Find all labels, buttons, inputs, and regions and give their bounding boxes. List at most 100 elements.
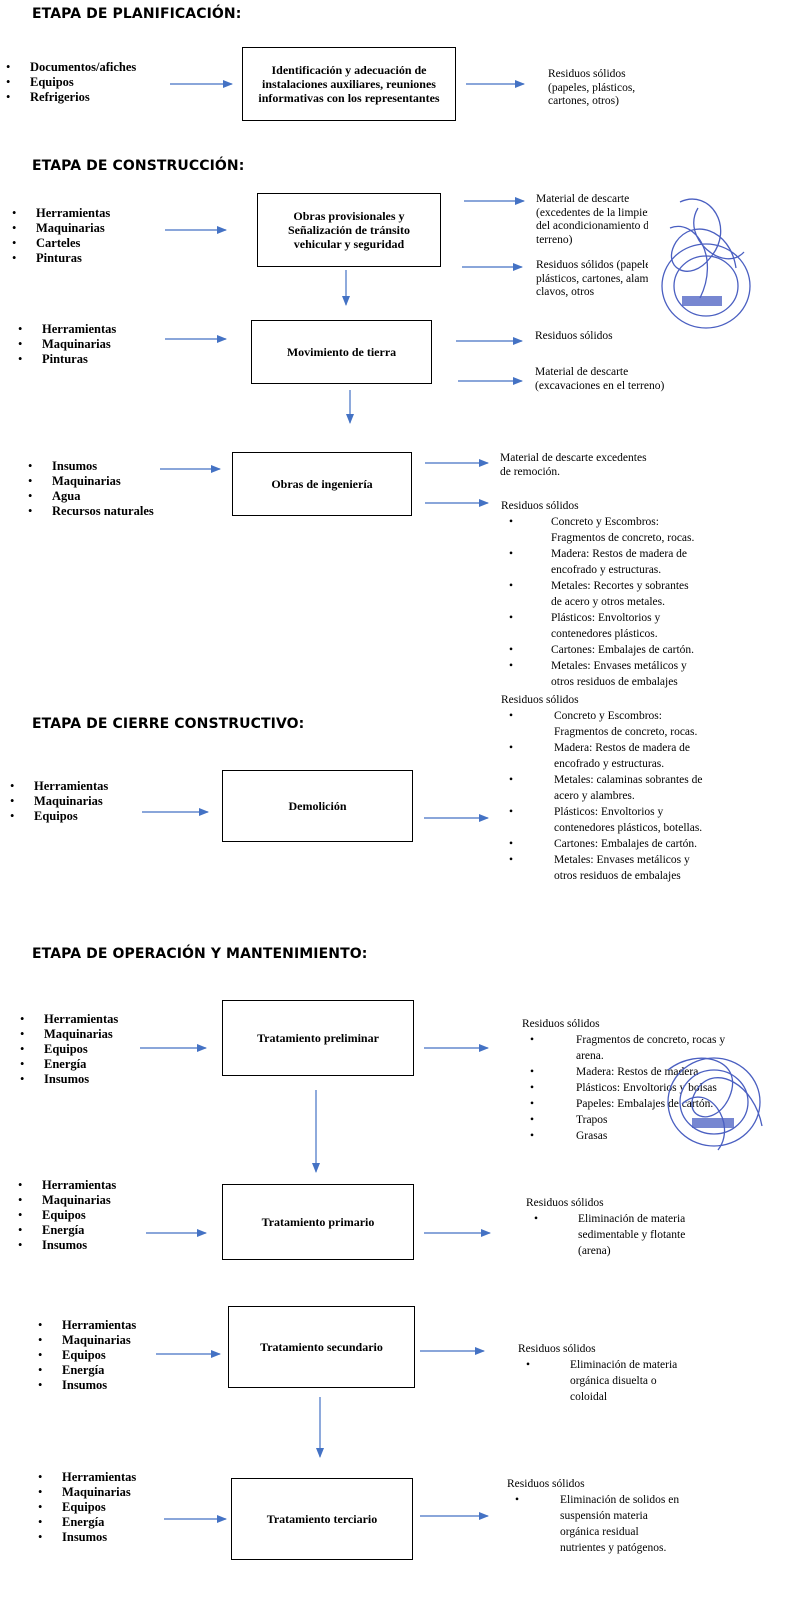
input-item: Refrigerios <box>6 90 136 105</box>
input-item: Maquinarias <box>38 1485 136 1500</box>
residue-item: Plásticos: Envoltorios y contenedores plá… <box>501 610 694 642</box>
activity-box-obras-provisionales: Obras provisionales y Señalización de tr… <box>257 193 441 267</box>
output-line: Residuos sólidos <box>535 330 613 342</box>
residue-item: Metales: Envases metálicos y otros residu… <box>501 852 703 884</box>
residue-line: Metales: Envases metálicos y <box>554 853 690 866</box>
residue-line: Papeles: Embalajes de cartón. <box>576 1097 714 1110</box>
residue-line: Madera: Restos de madera de <box>551 547 688 560</box>
residue-line: nutrientes y patógenos. <box>560 1541 667 1554</box>
activity-box-tratamiento-primario: Tratamiento primario <box>222 1184 414 1260</box>
input-item: Equipos <box>38 1348 136 1363</box>
input-item: Insumos <box>38 1378 136 1393</box>
residue-line: Cartones: Embalajes de cartón. <box>554 837 698 850</box>
residue-line: Metales: Envases metálicos y <box>551 659 687 672</box>
activity-box-obras-ingenieria: Obras de ingeniería <box>232 452 412 516</box>
inputs-planificacion: Documentos/afiches Equipos Refrigerios <box>6 60 136 105</box>
residue-line: arena. <box>576 1049 604 1062</box>
residue-line: acero y alambres. <box>554 789 635 802</box>
residue-item: Cartones: Embalajes de cartón. <box>501 836 703 852</box>
residue-line: sedimentable y flotante <box>578 1228 686 1241</box>
output-line: Material de descarte excedentes <box>500 452 647 464</box>
input-item: Equipos <box>6 75 136 90</box>
input-item: Maquinarias <box>20 1027 118 1042</box>
residue-item: Fragmentos de concreto, rocas y arena. <box>522 1032 725 1064</box>
output-line: terreno) <box>536 233 573 246</box>
residue-line: otros residuos de embalajes <box>554 869 681 882</box>
input-item: Pinturas <box>18 352 116 367</box>
stage-title-planificacion: ETAPA DE PLANIFICACIÓN: <box>32 6 242 22</box>
residue-line: suspensión materia <box>560 1509 648 1522</box>
inputs-tratamiento-primario: Herramientas Maquinarias Equipos Energía… <box>18 1178 116 1253</box>
output-tratamiento-primario: Residuos sólidos Eliminación de materias… <box>526 1197 685 1259</box>
residue-line: contenedores plásticos. <box>551 627 658 640</box>
residue-line: encofrado y estructuras. <box>551 563 662 576</box>
residue-item: Concreto y Escombros: Fragmentos de concr… <box>501 708 703 740</box>
output-title: Residuos sólidos <box>526 1197 604 1209</box>
activity-box-planificacion: Identificación y adecuación de instalaci… <box>242 47 456 121</box>
output-movimiento-tierra-1: Residuos sólidos <box>535 330 613 344</box>
seal-stamp-icon <box>661 198 751 329</box>
output-line: Material de descarte <box>536 193 630 205</box>
activity-box-tratamiento-secundario: Tratamiento secundario <box>228 1306 415 1388</box>
output-line: plásticos, cartones, alambres, <box>536 272 648 285</box>
seal-stamp-icon <box>667 1057 763 1151</box>
output-planificacion: Residuos sólidos (papeles, plásticos, ca… <box>548 68 635 109</box>
input-item: Documentos/afiches <box>6 60 136 75</box>
output-line: de remoción. <box>500 465 561 478</box>
activity-label: Demolición <box>288 799 347 813</box>
residue-line: Plásticos: Envoltorios y <box>551 611 661 624</box>
residue-item: Trapos <box>522 1112 725 1128</box>
output-title: Residuos sólidos <box>501 500 579 512</box>
input-item: Herramientas <box>38 1470 136 1485</box>
output-tratamiento-preliminar: Residuos sólidos Fragmentos de concreto,… <box>522 1018 725 1144</box>
input-item: Insumos <box>28 459 154 474</box>
output-line: (papeles, plásticos, <box>548 81 636 94</box>
residue-list: Fragmentos de concreto, rocas y arena. Mad… <box>522 1032 725 1144</box>
residue-item: Madera: Restos de madera <box>522 1064 725 1080</box>
residue-line: Trapos <box>576 1113 608 1126</box>
output-line: cartones, otros) <box>548 95 619 107</box>
input-item: Herramientas <box>38 1318 136 1333</box>
output-line: (excavaciones en el terreno) <box>535 379 665 392</box>
inputs-tratamiento-preliminar: Herramientas Maquinarias Equipos Energía… <box>20 1012 118 1087</box>
output-title: Residuos sólidos <box>501 694 579 706</box>
residue-line: Concreto y Escombros: <box>554 709 662 722</box>
output-tratamiento-secundario: Residuos sólidos Eliminación de materiao… <box>518 1343 677 1405</box>
residue-line: contenedores plásticos, botellas. <box>554 821 703 834</box>
inputs-obras-provisionales: Herramientas Maquinarias Carteles Pintur… <box>12 206 110 266</box>
inputs-demolicion: Herramientas Maquinarias Equipos <box>10 779 108 824</box>
input-item: Herramientas <box>20 1012 118 1027</box>
activity-label: Tratamiento secundario <box>260 1340 383 1354</box>
residue-line: Fragmentos de concreto, rocas. <box>554 725 698 738</box>
output-obras-ingenieria-1: Material de descarte excedentes de remoc… <box>500 452 647 479</box>
input-item: Pinturas <box>12 251 110 266</box>
input-item: Maquinarias <box>38 1333 136 1348</box>
residue-line: de acero y otros metales. <box>551 595 665 608</box>
residue-line: orgánica disuelta o <box>570 1374 657 1387</box>
activity-label: Obras de ingeniería <box>271 477 373 491</box>
output-line: Residuos sólidos (papeles, <box>536 259 648 271</box>
activity-box-movimiento-tierra: Movimiento de tierra <box>251 320 432 384</box>
input-item: Carteles <box>12 236 110 251</box>
input-item: Energía <box>38 1363 136 1378</box>
residue-list: Concreto y Escombros: Fragmentos de concr… <box>501 708 703 884</box>
residue-line: (arena) <box>578 1244 611 1257</box>
residue-line: Fragmentos de concreto, rocas y <box>576 1033 726 1046</box>
input-item: Insumos <box>20 1072 118 1087</box>
inputs-tratamiento-secundario: Herramientas Maquinarias Equipos Energía… <box>38 1318 136 1393</box>
input-item: Equipos <box>38 1500 136 1515</box>
residue-line: coloidal <box>570 1390 608 1403</box>
activity-box-tratamiento-preliminar: Tratamiento preliminar <box>222 1000 414 1076</box>
input-item: Insumos <box>38 1530 136 1545</box>
activity-label: Movimiento de tierra <box>286 345 397 359</box>
residue-line: Cartones: Embalajes de cartón. <box>551 643 695 656</box>
input-item: Maquinarias <box>18 337 116 352</box>
input-item: Maquinarias <box>18 1193 116 1208</box>
output-line: (excedentes de la limpieza <box>536 206 648 219</box>
